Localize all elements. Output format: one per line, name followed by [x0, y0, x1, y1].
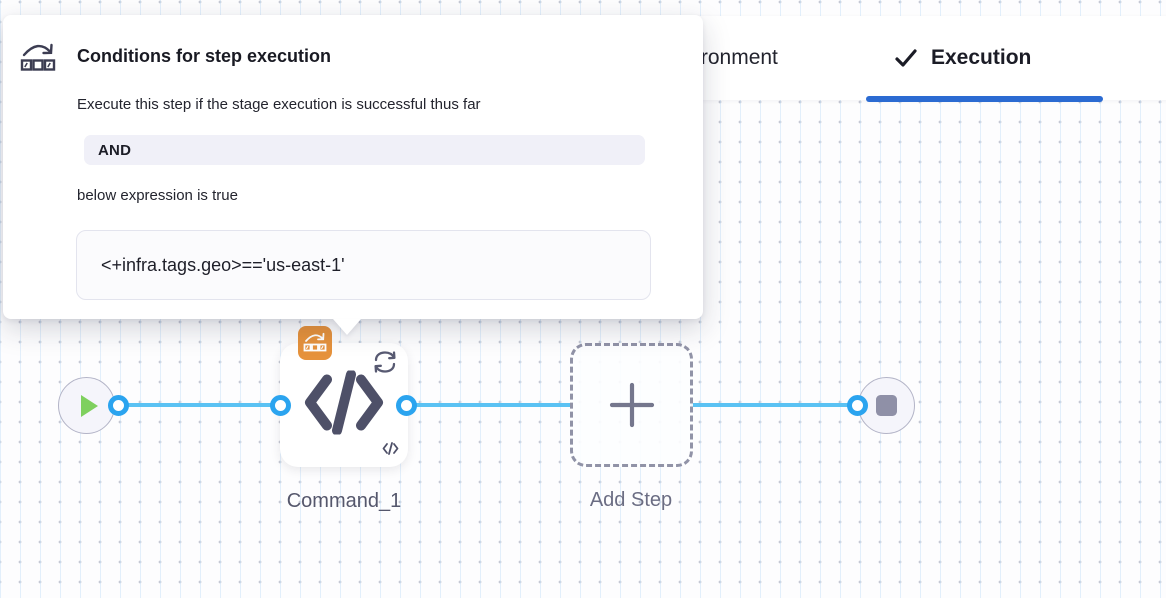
expression-label: below expression is true: [77, 187, 238, 204]
active-tab-underline: [866, 96, 1103, 102]
conditional-execution-badge[interactable]: [298, 326, 332, 360]
popover-title: Conditions for step execution: [77, 46, 332, 66]
popover-description: Execute this step if the stage execution…: [77, 96, 481, 113]
plus-icon: [609, 382, 654, 428]
port-start-out[interactable]: [108, 395, 129, 416]
conditions-popover: Conditions for step execution Execute th…: [3, 15, 703, 335]
tab-execution[interactable]: Execution: [893, 16, 1031, 100]
expression-value: <+infra.tags.geo>=='us-east-1': [101, 254, 345, 275]
operator-chip-label: AND: [98, 141, 132, 159]
tab-execution-label: Execution: [931, 46, 1032, 69]
step-label-add-step[interactable]: Add Step: [589, 489, 673, 511]
play-icon: [80, 394, 98, 417]
add-step-button[interactable]: [570, 343, 693, 467]
edge-start-to-command: [118, 403, 280, 407]
conditional-execution-icon: [20, 42, 56, 79]
popover-pointer: [333, 319, 361, 335]
edge-addstep-to-end: [691, 403, 851, 407]
port-command-in[interactable]: [270, 395, 291, 416]
operator-chip: AND: [84, 135, 645, 165]
expression-box: <+infra.tags.geo>=='us-east-1': [76, 230, 651, 300]
step-label-command[interactable]: Command_1: [286, 490, 402, 512]
stop-icon: [876, 395, 897, 416]
step-node-command[interactable]: [280, 326, 408, 467]
edge-command-to-addstep: [406, 403, 572, 407]
step-type-code-icon: [382, 442, 399, 460]
port-command-out[interactable]: [396, 395, 417, 416]
code-icon: [303, 369, 385, 440]
looping-strategy-icon[interactable]: [371, 350, 399, 379]
check-icon: [893, 45, 919, 71]
port-end-in[interactable]: [847, 395, 868, 416]
pipeline-start-node[interactable]: [58, 377, 115, 434]
